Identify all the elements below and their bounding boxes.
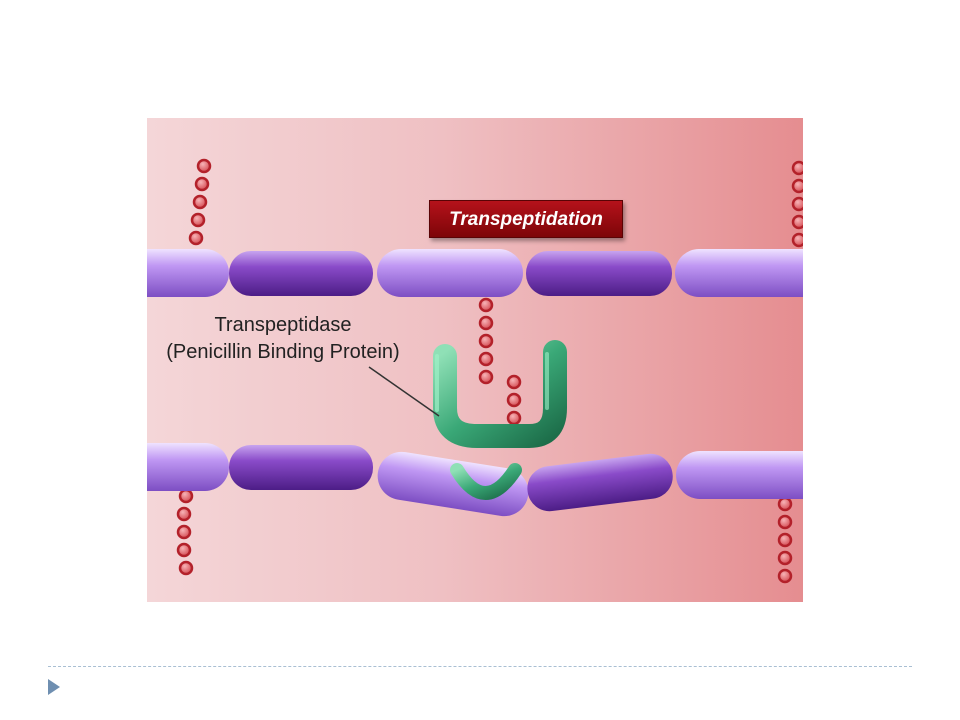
glycan-strand-top [147,249,803,297]
footer-divider [48,666,912,667]
peptide-chain-middle [478,297,494,385]
peptide-chain-top-right [791,160,803,248]
transpeptidation-banner: Transpeptidation [429,200,623,238]
sugar-segment [676,451,803,499]
peptide-chain-top-left [188,158,212,246]
sugar-segment [229,251,373,296]
peptide-chains [176,158,803,584]
sugar-segment [147,249,229,297]
label-pointer-line [368,366,440,417]
triangle-bullet-icon [48,679,60,695]
sugar-segment [377,249,523,297]
sugar-segment [147,443,229,491]
transpeptidase-enzyme [433,340,567,500]
peptide-chain-bottom-left [176,488,194,576]
sugar-segment [229,445,373,490]
cell-wall-diagram [147,158,803,584]
sugar-segment [675,249,803,297]
enzyme-label-line-1: Transpeptidase [214,314,352,336]
sugar-segment [377,451,529,517]
peptide-chain-bottom-right [777,496,793,584]
sugar-segment [526,251,672,296]
sugar-segment [527,453,673,512]
enzyme-label-line-2: (Penicillin Binding Protein) [166,341,400,363]
diagram-figure: Transpeptidation Transpeptidase (Penicil… [147,118,803,602]
glycan-strand-bottom [147,443,803,517]
